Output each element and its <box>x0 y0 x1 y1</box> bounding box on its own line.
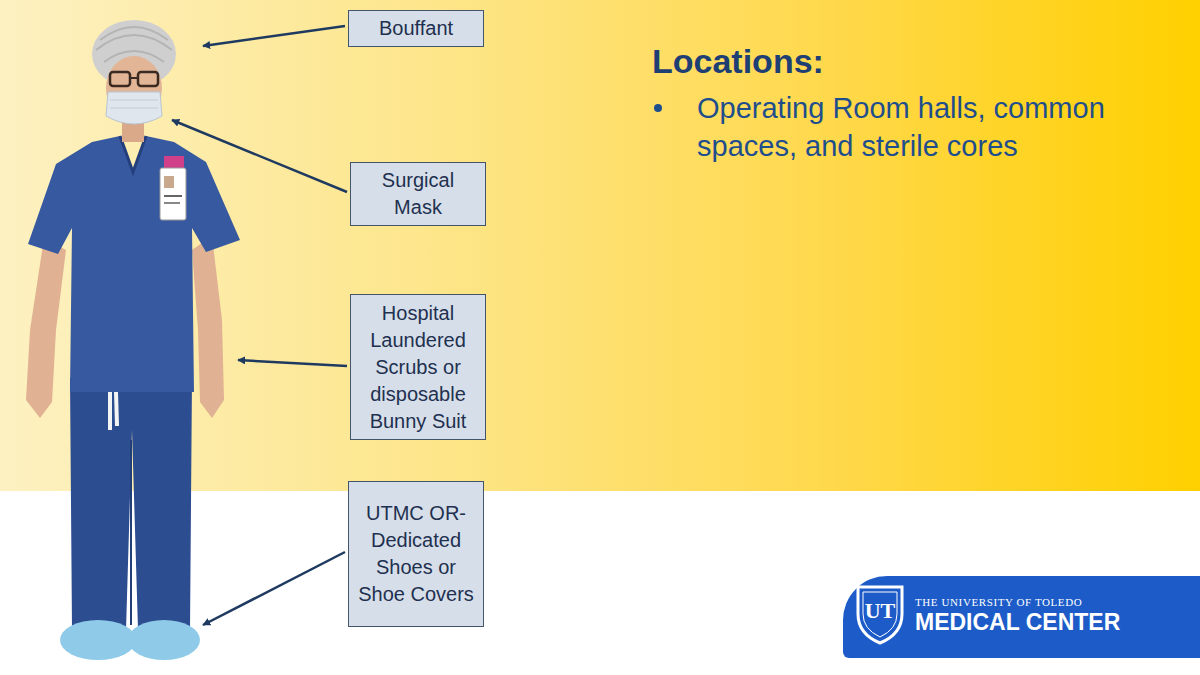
callout-box: Surgical Mask <box>350 162 486 226</box>
logo-initials: UT <box>855 598 905 624</box>
logo-subtitle: THE UNIVERSITY OF TOLEDO <box>915 596 1082 608</box>
callout-box: Hospital Laundered Scrubs or disposable … <box>350 294 486 440</box>
callout-box: Bouffant <box>348 10 484 47</box>
callout-text: Hospital Laundered Scrubs or disposable … <box>357 300 479 435</box>
slide-heading: Locations: <box>652 42 824 81</box>
logo-title: MEDICAL CENTER <box>915 609 1120 636</box>
logo-band: THE UNIVERSITY OF TOLEDOMEDICAL CENTER UT <box>843 576 1200 658</box>
callout-text: Bouffant <box>379 15 453 42</box>
bullet-text: Operating Room halls, common spaces, and… <box>697 89 1187 165</box>
callout-box: UTMC OR-Dedicated Shoes or Shoe Covers <box>348 481 484 627</box>
logo-shield: UT <box>855 584 905 646</box>
callout-text: Surgical Mask <box>357 167 479 221</box>
callout-text: UTMC OR-Dedicated Shoes or Shoe Covers <box>355 500 477 608</box>
